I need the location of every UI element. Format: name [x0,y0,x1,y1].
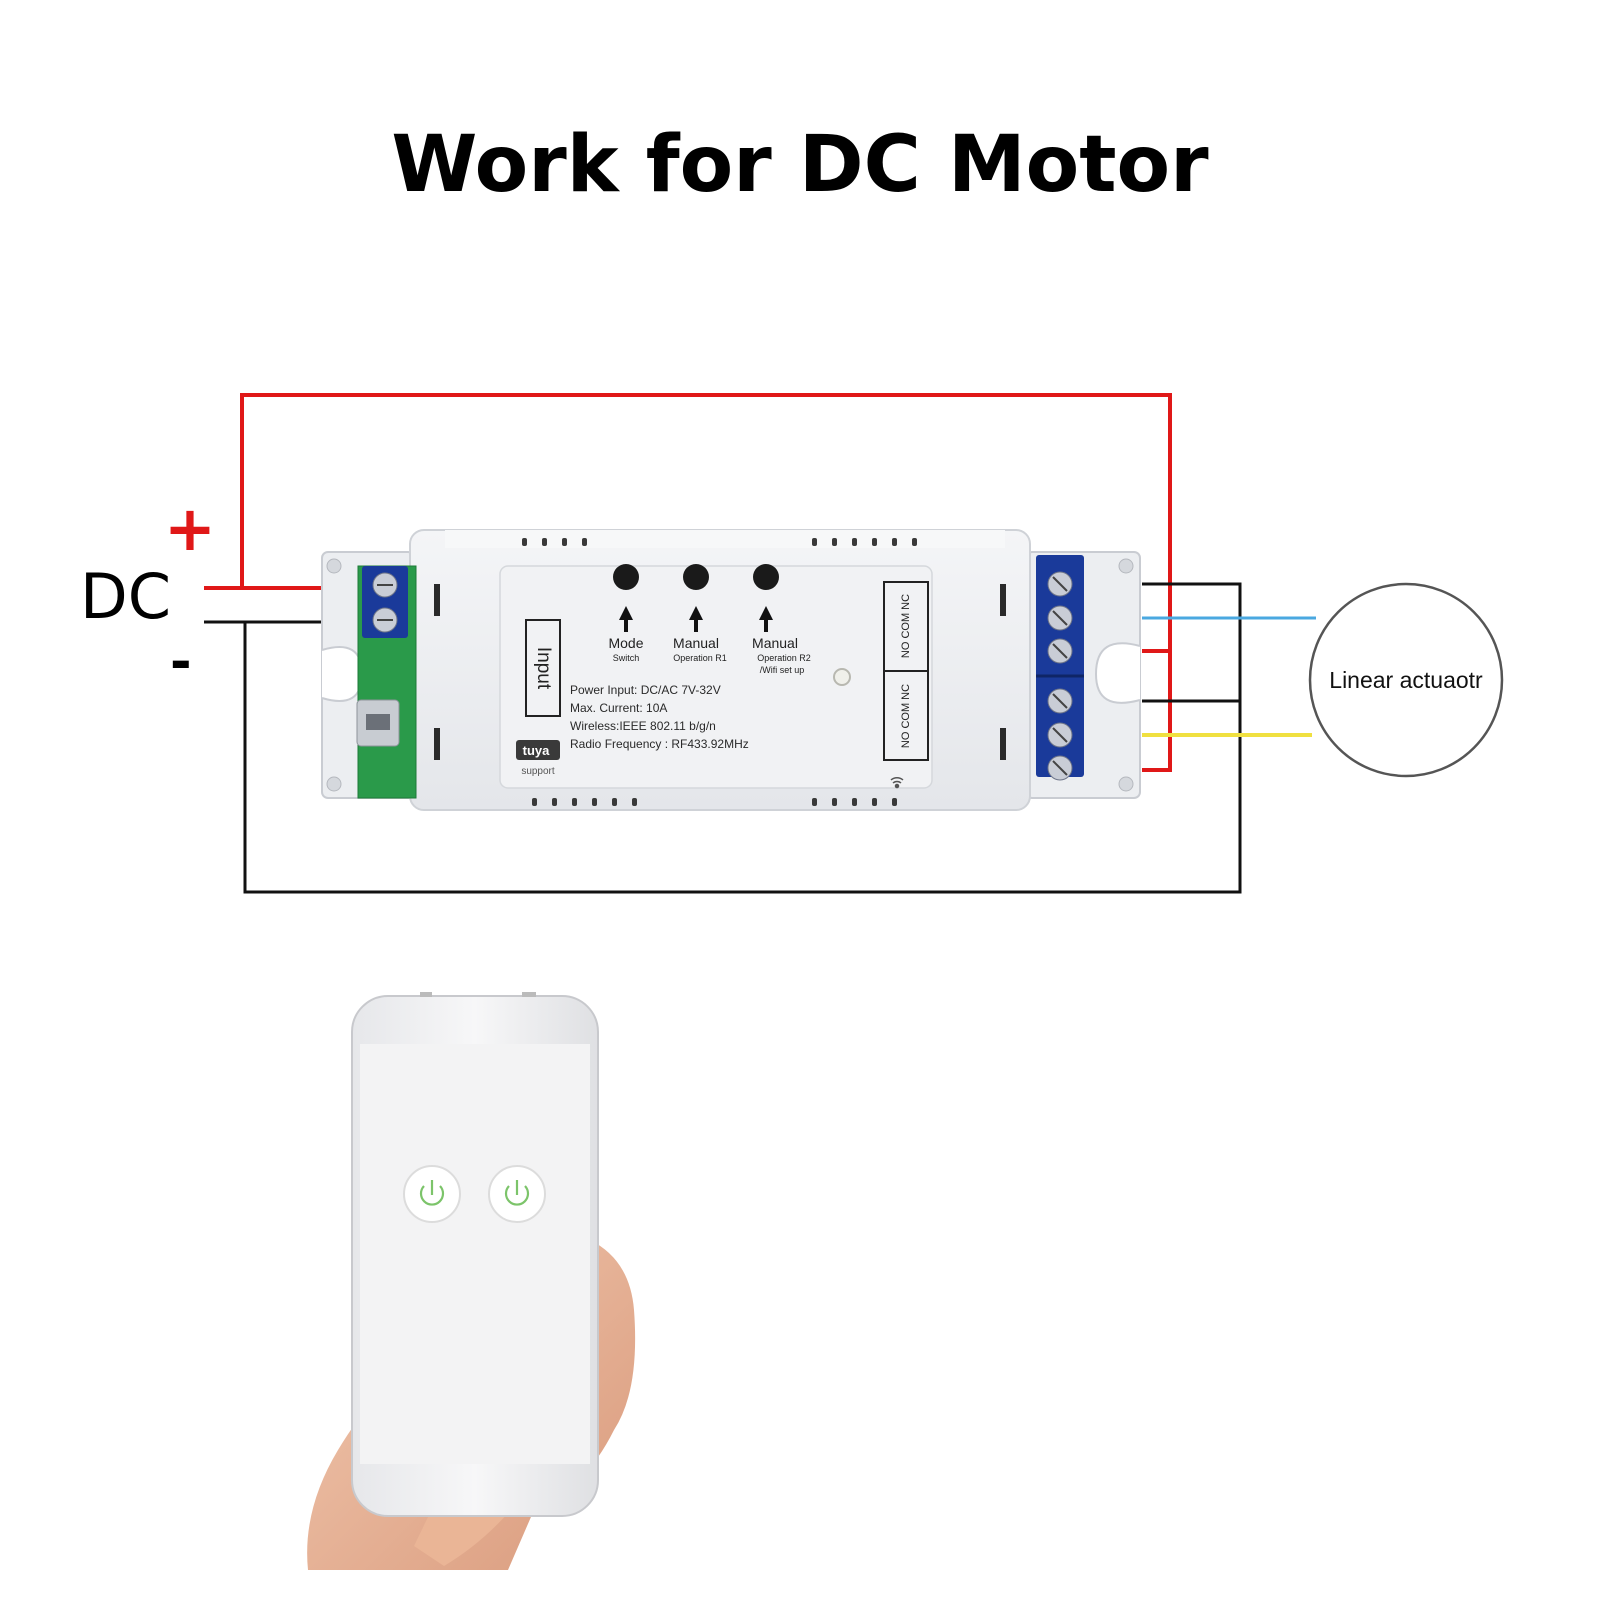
tuya-support-label: support [521,766,555,777]
manual-r1-label: Manual [673,635,719,651]
wifi-icon [890,776,904,789]
spec-max-current: Max. Current: 10A [570,701,667,715]
input-label: Input [533,647,554,690]
manual-r2-sublabel: Operation R2 [757,653,811,663]
dc-power-label: DC [80,560,172,633]
spec-power-input: Power Input: DC/AC 7V-32V [570,683,721,697]
manual-r2-label: Manual [752,635,798,651]
negative-terminal-sign: - [170,632,192,692]
relay-1-terminal-label: NO COM NC [900,594,912,658]
page-title: Work for DC Motor [391,120,1209,210]
tuya-logo: tuya support [516,740,560,777]
linear-actuator: Linear actuaotr [1308,582,1504,778]
manual-r2-button[interactable] [753,564,779,590]
negative-wire [204,582,1242,894]
spec-radio-frequency: Radio Frequency : RF433.92MHz [570,737,749,751]
manual-r2-sublabel2: /Wifi set up [760,665,805,675]
spec-wireless: Wireless:IEEE 802.11 b/g/n [570,719,716,733]
power-icon [419,1180,445,1206]
arrow-up-icon [619,606,773,632]
positive-wire [204,393,1172,772]
mode-button-sublabel: Switch [613,653,640,663]
mode-button[interactable] [613,564,639,590]
mode-button-label: Mode [608,635,643,651]
relay-module [321,529,1141,811]
svg-text:tuya: tuya [523,743,551,758]
manual-r1-sublabel: Operation R1 [673,653,727,663]
power-toggle-1[interactable] [403,1165,461,1223]
positive-terminal-sign: + [164,492,216,565]
power-icon [504,1180,530,1206]
relay-2-terminal-label: NO COM NC [900,684,912,748]
actuator-label: Linear actuaotr [1329,667,1483,693]
smartphone [351,992,599,1517]
manual-r1-button[interactable] [683,564,709,590]
status-led [833,668,851,686]
power-toggle-2[interactable] [488,1165,546,1223]
